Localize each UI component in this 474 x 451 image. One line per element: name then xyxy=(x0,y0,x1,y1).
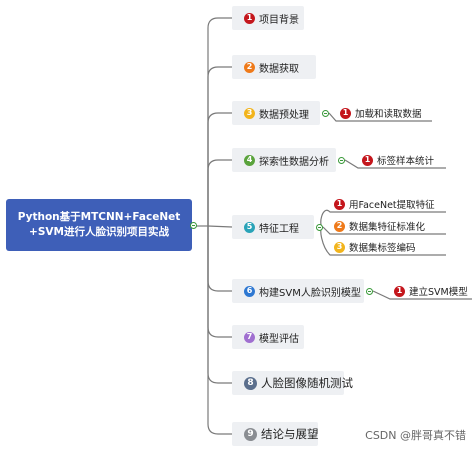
branch-node-6[interactable]: 6 构建SVM人脸识别模型 xyxy=(232,279,364,303)
branch-number-badge-icon: 9 xyxy=(244,427,257,441)
leaf-label: 数据集特征标准化 xyxy=(349,222,426,233)
branch-label: 项目背景 xyxy=(259,14,299,26)
branch-connector-5 xyxy=(207,225,233,228)
branch-node-4[interactable]: 4 探索性数据分析 xyxy=(232,148,336,172)
branch-label: 数据预处理 xyxy=(259,109,309,121)
branch-number-badge-icon: 3 xyxy=(244,107,255,119)
branch-number-badge-icon: 4 xyxy=(244,154,255,166)
branch-node-3[interactable]: 3 数据预处理 xyxy=(232,101,320,125)
branch-node-7[interactable]: 7 模型评估 xyxy=(232,325,304,349)
leaf-number-badge-icon: 3 xyxy=(334,241,345,253)
root-topic[interactable]: Python基于MTCNN+FaceNet +SVM进行人脸识别项目实战 xyxy=(6,199,192,251)
leaf-connector-5-2 xyxy=(322,226,446,235)
branch-node-5[interactable]: 5 特征工程 xyxy=(232,215,314,239)
collapse-toggle-4[interactable] xyxy=(338,157,345,164)
leaf-node-5-1[interactable]: 1 用FaceNet提取特征 xyxy=(334,196,435,212)
root-title-line-1: Python基于MTCNN+FaceNet xyxy=(17,211,181,223)
branch-label: 构建SVM人脸识别模型 xyxy=(259,287,361,299)
leaf-number-badge-icon: 2 xyxy=(334,220,345,232)
branch-connector-6 xyxy=(207,226,232,292)
leaf-number-badge-icon: 1 xyxy=(340,107,351,119)
branch-node-9[interactable]: 9 结论与展望 xyxy=(232,422,319,446)
leaf-connector-4-1 xyxy=(344,159,446,169)
branch-label: 特征工程 xyxy=(259,223,299,235)
collapse-toggle-6[interactable] xyxy=(366,288,373,295)
root-title-line-2: +SVM进行人脸识别项目实战 xyxy=(29,226,169,238)
branch-label: 人脸图像随机测试 xyxy=(261,376,353,390)
leaf-label: 标签样本统计 xyxy=(377,156,435,167)
leaf-label: 建立SVM模型 xyxy=(409,287,468,298)
branch-node-2[interactable]: 2 数据获取 xyxy=(232,55,316,79)
branch-number-badge-icon: 2 xyxy=(244,61,255,73)
leaf-number-badge-icon: 1 xyxy=(334,198,345,210)
watermark: CSDN @胖哥真不错 xyxy=(365,429,466,442)
branch-label: 数据获取 xyxy=(259,63,299,75)
leaf-label: 加载和读取数据 xyxy=(355,109,422,120)
leaf-label: 用FaceNet提取特征 xyxy=(349,200,435,211)
leaf-node-5-3[interactable]: 3 数据集标签编码 xyxy=(334,239,416,255)
branch-node-1[interactable]: 1 项目背景 xyxy=(232,6,304,30)
leaf-label: 数据集标签编码 xyxy=(349,243,416,254)
branch-connector-8 xyxy=(207,226,232,384)
branch-number-badge-icon: 8 xyxy=(244,376,257,390)
branch-connector-7 xyxy=(207,226,232,338)
leaf-node-6-1[interactable]: 1 建立SVM模型 xyxy=(394,283,468,299)
branch-connector-2 xyxy=(207,66,232,226)
root-collapse-toggle[interactable] xyxy=(190,222,197,229)
leaf-node-5-2[interactable]: 2 数据集特征标准化 xyxy=(334,218,425,234)
leaf-connector-3-1 xyxy=(328,112,432,122)
branch-number-badge-icon: 1 xyxy=(244,12,255,24)
branch-number-badge-icon: 7 xyxy=(244,331,255,343)
branch-label: 探索性数据分析 xyxy=(259,156,329,168)
leaf-node-3-1[interactable]: 1 加载和读取数据 xyxy=(340,105,422,121)
branch-connector-9 xyxy=(207,226,232,435)
branch-label: 结论与展望 xyxy=(261,427,319,441)
branch-connector-4 xyxy=(207,159,232,226)
collapse-toggle-3[interactable] xyxy=(322,110,329,117)
leaf-connector-6-1 xyxy=(372,290,472,300)
leaf-node-4-1[interactable]: 1 标签样本统计 xyxy=(362,152,434,168)
branch-number-badge-icon: 6 xyxy=(244,285,255,297)
branch-connector-1 xyxy=(207,17,232,226)
leaf-number-badge-icon: 1 xyxy=(362,154,373,166)
branch-label: 模型评估 xyxy=(259,333,299,345)
branch-node-8[interactable]: 8 人脸图像随机测试 xyxy=(232,371,353,395)
collapse-toggle-5[interactable] xyxy=(316,224,323,231)
leaf-number-badge-icon: 1 xyxy=(394,285,405,297)
branch-number-badge-icon: 5 xyxy=(244,221,255,233)
branch-connector-3 xyxy=(207,112,232,226)
